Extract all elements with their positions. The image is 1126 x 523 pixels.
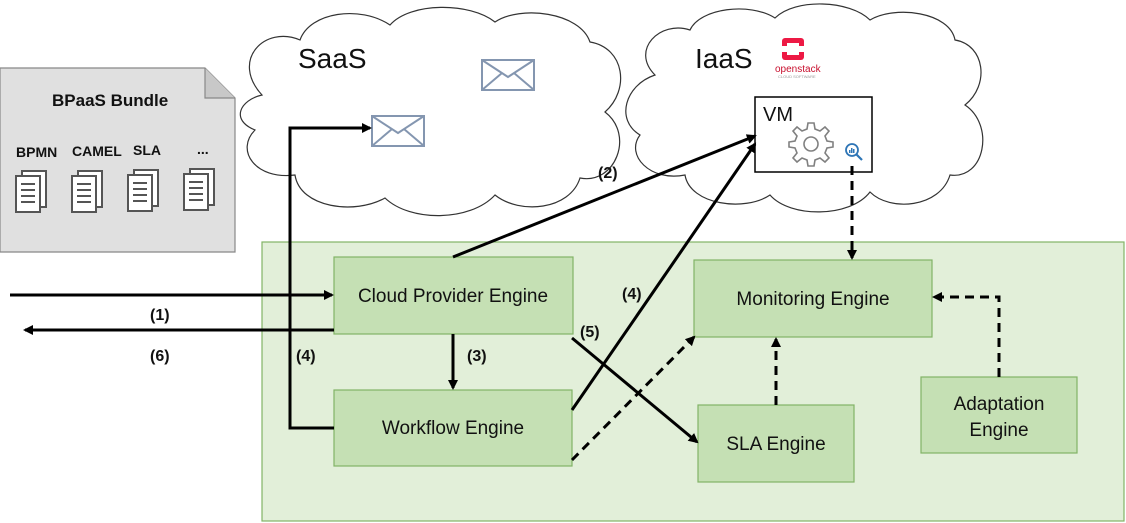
cloud-provider-engine-label: Cloud Provider Engine (358, 286, 548, 307)
workflow-engine-label: Workflow Engine (382, 418, 524, 439)
arrow-step-4-saas (288, 123, 372, 430)
step-label-1: (1) (150, 307, 170, 324)
vm-box: VM (754, 96, 873, 173)
openstack-logo: openstack CLOUD SOFTWARE (775, 38, 822, 79)
monitor-magnifier-icon (845, 143, 863, 161)
gear-icon (788, 122, 834, 167)
step-label-2: (2) (598, 165, 618, 182)
step-label-6: (6) (150, 348, 170, 365)
bundle-item-camel: CAMEL (72, 143, 122, 159)
arrow-step-4-vm (570, 142, 757, 411)
arrow-step-5 (571, 336, 699, 444)
workflow-engine: Workflow Engine (333, 389, 573, 467)
step-label-4-left: (4) (296, 348, 316, 365)
adaptation-engine: Adaptation Engine (920, 376, 1078, 454)
iaas-label: IaaS (695, 43, 753, 74)
document-icon (127, 169, 159, 212)
bundle-item-sla: SLA (133, 142, 161, 158)
step-label-3: (3) (467, 348, 487, 365)
bundle-title: BPaaS Bundle (52, 91, 168, 110)
cloud-provider-engine: Cloud Provider Engine (333, 256, 574, 335)
document-icon (183, 168, 215, 211)
envelope-icon (481, 59, 535, 91)
openstack-name: openstack (775, 64, 822, 75)
document-icon (15, 170, 47, 213)
adaptation-engine-label-2: Engine (969, 420, 1028, 441)
document-icon (71, 170, 103, 213)
arrow-step-2 (452, 134, 757, 259)
adaptation-engine-label-1: Adaptation (954, 394, 1045, 415)
step-label-5: (5) (580, 324, 600, 341)
vm-label: VM (763, 104, 793, 126)
step-label-4-right: (4) (622, 286, 642, 303)
saas-cloud: SaaS (239, 6, 622, 217)
monitoring-engine-label: Monitoring Engine (736, 289, 889, 310)
saas-label: SaaS (298, 43, 367, 74)
bundle-item-more: ... (197, 141, 209, 157)
sla-engine-label: SLA Engine (726, 434, 825, 455)
monitoring-engine: Monitoring Engine (693, 259, 933, 338)
bundle-item-bpmn: BPMN (16, 144, 57, 160)
openstack-tagline: CLOUD SOFTWARE (778, 74, 816, 79)
envelope-icon (371, 115, 425, 147)
sla-engine: SLA Engine (697, 404, 855, 483)
bpaas-bundle: BPaaS Bundle BPMN CAMEL SLA ... (0, 67, 236, 253)
dashed-arrow-adaptation-monitoring (932, 292, 1001, 377)
